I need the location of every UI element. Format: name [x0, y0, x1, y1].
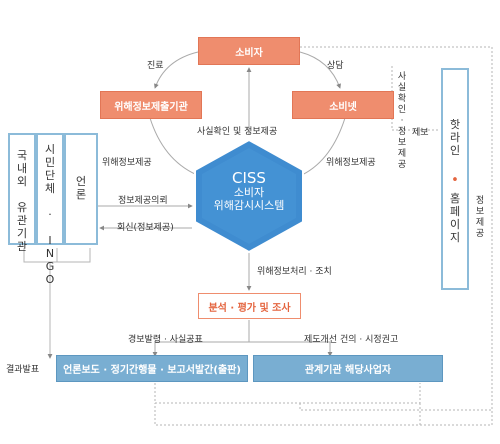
- ciss-subtitle-2: 위해감시시스템: [213, 199, 285, 212]
- agency-node: 위해정보제출기관: [100, 91, 202, 119]
- consumernet-label: 소비넷: [329, 101, 357, 113]
- arrow-consumer-to-consumernet: [299, 51, 341, 89]
- ciss-subtitle-1: 소비자: [233, 186, 265, 199]
- ciss-hexagon-inner: [202, 148, 296, 244]
- ciss-text: CISS 소비자 위해감시시스템: [200, 170, 298, 212]
- label-jinryo: 진료: [147, 61, 164, 71]
- label-harm-info-right: 위해정보제공: [326, 158, 376, 168]
- label-harm-processing: 위해정보처리 · 조치: [257, 267, 332, 277]
- label-info-issue: 경보발령 · 사실공표: [128, 335, 203, 345]
- ciss-title: CISS: [232, 169, 266, 187]
- consumer-node: 소비자: [198, 37, 300, 65]
- label-result: 결과발표: [6, 365, 40, 375]
- label-harm-info-left: 위해정보제공: [102, 158, 152, 168]
- label-policy: 제도개선 건의 · 시정권고: [304, 335, 399, 345]
- label-info-request: 정보제공의뢰: [118, 196, 168, 206]
- analysis-label: 분석 · 평가 및 조사: [208, 302, 291, 314]
- arrow-consumer-to-agency: [154, 51, 199, 89]
- feedback-loop-line: [154, 46, 493, 426]
- press-label: 언론보도 · 정기간행물 · 보고서발간(출판): [63, 365, 241, 376]
- agency-label: 위해정보제출기관: [114, 101, 188, 113]
- dot-separator: •: [451, 173, 459, 188]
- press-node: 언론보도 · 정기간행물 · 보고서발간(출판): [56, 355, 248, 382]
- agencies-action-label: 관계기관 해당사업자: [304, 365, 392, 376]
- analysis-node: 분석 · 평가 및 조사: [198, 293, 301, 319]
- report-line: [391, 66, 440, 131]
- label-fact-info: 사실확인 및 정보제공: [197, 127, 278, 137]
- bottom-loop: [154, 383, 421, 404]
- label-report: 제보: [412, 128, 429, 138]
- label-sangdam: 상담: [327, 61, 344, 71]
- consumernet-node: 소비넷: [292, 91, 394, 119]
- consumer-label: 소비자: [235, 47, 263, 59]
- agencies-action-node: 관계기관 해당사업자: [253, 355, 443, 382]
- label-reply: 회신(정보제공): [117, 223, 174, 233]
